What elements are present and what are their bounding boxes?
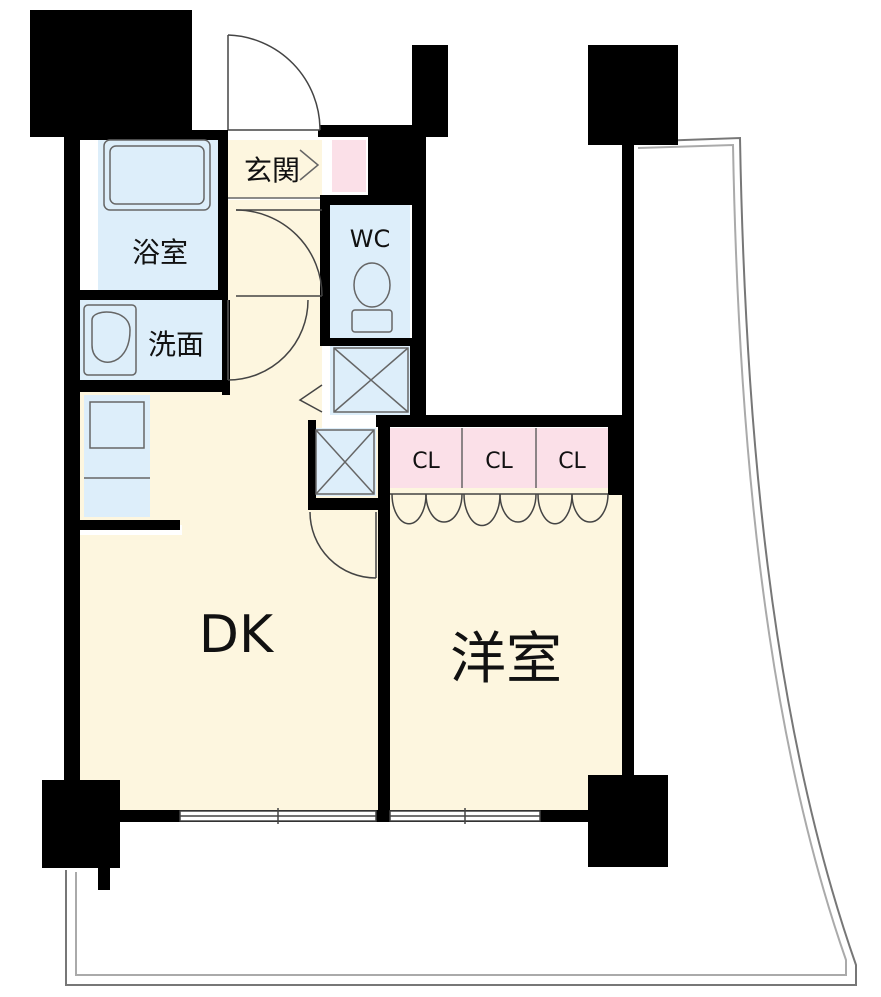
label-washroom: 洗面 <box>148 328 204 361</box>
front-door-swing <box>227 34 321 131</box>
washbasin <box>83 304 137 376</box>
wall-kitchen-shelf <box>70 520 180 530</box>
wall-left <box>64 130 80 820</box>
column-bottom-left <box>42 780 120 868</box>
bath-door-swing <box>235 209 323 297</box>
dk-floor <box>78 200 380 810</box>
wc-door-mark <box>298 384 323 413</box>
bathtub <box>103 139 211 211</box>
closet-doors <box>390 493 609 527</box>
wall-storage-bottom <box>308 498 382 510</box>
column-bottom-left-stub <box>98 860 110 890</box>
label-closet-1: CL <box>412 449 440 474</box>
label-bath: 浴室 <box>132 236 188 269</box>
label-closet-2: CL <box>485 449 513 474</box>
balcony-outer-line <box>65 136 857 986</box>
fixtures <box>83 139 537 495</box>
wall-closet-top <box>376 415 628 427</box>
label-western: 洋室 <box>450 627 562 692</box>
shoe-cabinet <box>332 140 366 192</box>
wall-wc-top <box>320 195 420 205</box>
windows <box>179 808 541 824</box>
wall-bath-right <box>218 130 228 300</box>
label-entrance: 玄関 <box>244 154 300 187</box>
wall-wc-left <box>320 195 330 340</box>
label-wc: WC <box>350 225 391 253</box>
wall-bath-bottom <box>80 290 228 300</box>
wall-storage-left <box>308 420 316 498</box>
wall-entrance-right <box>368 137 420 197</box>
balcony-inner-line <box>75 143 847 976</box>
wall-storage-right <box>410 345 426 425</box>
wall-bath-top <box>80 130 228 140</box>
column-top-middle <box>412 45 448 137</box>
wall-partition <box>378 420 390 820</box>
kitchen-appliance <box>84 395 150 517</box>
western-door-swing <box>309 511 377 579</box>
front-door-frame <box>228 30 320 130</box>
column-top-left <box>30 10 192 137</box>
wall-entrance-top <box>318 125 428 137</box>
wall-wc-bottom <box>320 338 420 346</box>
balcony <box>65 136 857 986</box>
entrance-floor <box>228 140 322 198</box>
label-closet-3: CL <box>558 449 586 474</box>
closet-floor <box>390 428 608 488</box>
toilet-bowl <box>353 262 391 308</box>
column-top-right <box>588 45 678 145</box>
wc-floor <box>330 205 410 340</box>
label-dk: DK <box>199 605 275 665</box>
washroom-floor <box>78 300 224 380</box>
western-floor <box>388 488 624 810</box>
toilet-tank <box>351 309 393 333</box>
room-labels: DK 洋室 玄関 浴室 洗面 WC CL CL CL <box>132 154 587 692</box>
wall-wash-right <box>222 300 230 395</box>
wall-closet-right <box>608 420 630 495</box>
column-bottom-right <box>588 775 668 867</box>
bath-floor <box>98 138 218 290</box>
wash-door-swing <box>227 299 309 381</box>
wall-wash-bottom <box>80 380 230 392</box>
doors <box>227 30 609 579</box>
